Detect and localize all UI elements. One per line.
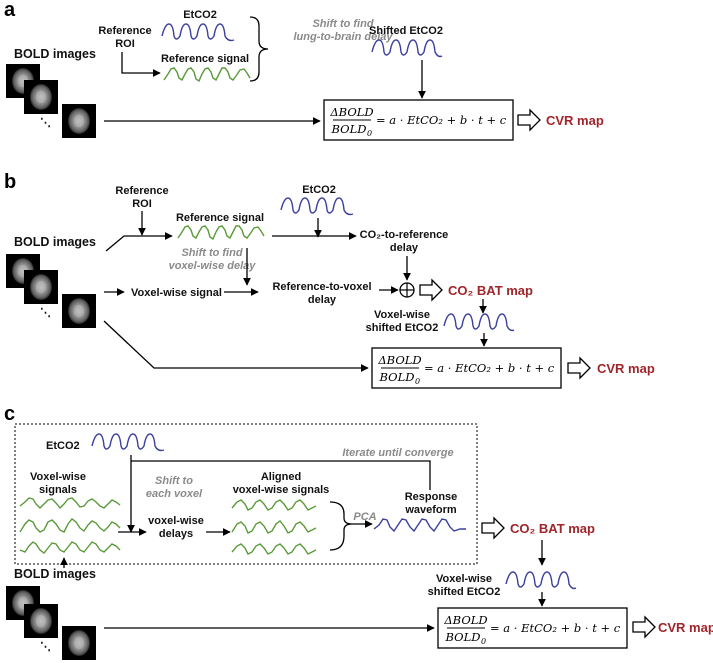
voxel-shifted-etco2-label: Voxel-wise bbox=[374, 309, 430, 321]
voxel-signals-label-2: signals bbox=[39, 484, 77, 496]
ellipsis: ⋱ bbox=[40, 307, 51, 319]
etco2-signal bbox=[161, 23, 235, 42]
reference-roi-label: Reference bbox=[115, 185, 168, 197]
voxel-shifted-etco2-signal bbox=[505, 571, 577, 590]
eq-numerator: ΔBOLD bbox=[377, 353, 421, 367]
aligned-signals-waves bbox=[231, 499, 317, 555]
cvr-map-output: CVR map bbox=[546, 113, 604, 128]
response-waveform-signal bbox=[373, 518, 466, 533]
voxel-signals-waves bbox=[19, 497, 121, 554]
eq-denominator: BOLD bbox=[331, 122, 367, 136]
voxel-shifted-etco2-label: Voxel-wise bbox=[436, 573, 492, 585]
shifted-etco2-signal bbox=[371, 39, 443, 58]
hollow-arrow-icon bbox=[567, 356, 591, 380]
images-to-model-arrow bbox=[103, 320, 369, 372]
cvr-map-output: CVR map bbox=[658, 620, 713, 635]
bold-images-label: BOLD images bbox=[14, 47, 96, 61]
shift-note-2: voxel-wise delay bbox=[169, 260, 257, 272]
eq-numerator: ΔBOLD bbox=[443, 613, 487, 627]
reference-signal-wave bbox=[163, 67, 251, 83]
shift-note: Shift to find bbox=[181, 247, 242, 259]
reference-voxel-delay-label: Reference-to-voxel bbox=[272, 281, 371, 293]
etco2-label: EtCO2 bbox=[183, 9, 217, 21]
images-to-reference-arrow bbox=[105, 232, 173, 252]
voxel-delays-label: voxel-wise bbox=[148, 515, 204, 527]
voxel-shifted-etco2-label-2: shifted EtCO2 bbox=[428, 586, 501, 598]
voxel-signals-label: Voxel-wise bbox=[30, 471, 86, 483]
eq-numerator: ΔBOLD bbox=[329, 105, 373, 119]
eq-denominator-sub: 0 bbox=[415, 377, 420, 386]
co2-reference-delay-label: CO₂-to-reference bbox=[360, 229, 449, 241]
glm-equation-box: ΔBOLD BOLD 0 = a · EtCO₂ + b · t + c bbox=[371, 347, 562, 389]
reference-roi-label: Reference bbox=[98, 25, 151, 37]
aligned-signals-label-2: voxel-wise signals bbox=[233, 484, 330, 496]
bold-images-label: BOLD images bbox=[14, 235, 96, 249]
sum-node-icon bbox=[399, 282, 415, 298]
eq-denominator-sub: 0 bbox=[481, 637, 486, 646]
voxel-shifted-etco2-signal bbox=[443, 313, 515, 332]
reference-roi-label-2: ROI bbox=[132, 198, 152, 210]
response-waveform-label-2: waveform bbox=[404, 504, 457, 516]
bold-images-label: BOLD images bbox=[14, 567, 96, 581]
shift-note: Shift to bbox=[155, 475, 193, 487]
hollow-arrow-icon bbox=[419, 278, 443, 302]
group-brace bbox=[249, 16, 269, 82]
panel-b: b Reference ROI EtCO2 Reference signal C… bbox=[4, 171, 655, 389]
response-waveform-label: Response bbox=[405, 491, 458, 503]
voxel-delays-label-2: delays bbox=[159, 528, 193, 540]
eq-denominator: BOLD bbox=[445, 630, 481, 644]
iterate-loop-line bbox=[131, 460, 431, 490]
panel-a: a Reference ROI EtCO2 Reference signal S… bbox=[4, 0, 604, 141]
glm-equation-box: ΔBOLD BOLD 0 = a · EtCO₂ + b · t + c bbox=[437, 607, 628, 649]
voxel-signal-label: Voxel-wise signal bbox=[131, 287, 222, 299]
etco2-label: EtCO2 bbox=[46, 440, 80, 452]
shift-note: Shift to find bbox=[312, 18, 373, 30]
co2-bat-map-output: CO₂ BAT map bbox=[510, 521, 595, 536]
etco2-signal bbox=[91, 433, 165, 452]
panel-c: c EtCO2 Iterate until converge Voxel-wis… bbox=[4, 403, 713, 660]
hollow-arrow-icon bbox=[517, 108, 541, 132]
reference-signal-label: Reference signal bbox=[161, 53, 249, 65]
cvr-map-output: CVR map bbox=[597, 361, 655, 376]
pca-brace bbox=[329, 501, 353, 551]
voxel-shifted-etco2-label-2: shifted EtCO2 bbox=[366, 322, 439, 334]
reference-roi-label-2: ROI bbox=[115, 38, 135, 50]
panel-a-letter: a bbox=[4, 0, 16, 21]
eq-denominator-sub: 0 bbox=[367, 129, 372, 138]
ellipsis: ⋱ bbox=[40, 117, 51, 129]
hollow-arrow-icon bbox=[481, 516, 505, 540]
etco2-label: EtCO2 bbox=[302, 184, 336, 196]
bold-images-stack: ⋱ bbox=[6, 586, 96, 660]
iteration-box bbox=[14, 423, 478, 565]
roi-to-reference-arrow bbox=[121, 52, 161, 77]
etco2-signal bbox=[280, 197, 354, 216]
co2-bat-map-output: CO₂ BAT map bbox=[448, 283, 533, 298]
iterate-note: Iterate until converge bbox=[342, 447, 453, 459]
panel-b-letter: b bbox=[4, 171, 16, 193]
reference-signal-wave bbox=[177, 225, 265, 241]
reference-signal-label: Reference signal bbox=[176, 212, 264, 224]
eq-rhs: = a · EtCO₂ + b · t + c bbox=[490, 621, 621, 635]
reference-voxel-delay-label-2: delay bbox=[308, 294, 337, 306]
shifted-etco2-label: Shifted EtCO2 bbox=[369, 25, 443, 37]
pca-label: PCA bbox=[353, 511, 376, 523]
eq-rhs: = a · EtCO₂ + b · t + c bbox=[376, 113, 507, 127]
eq-denominator: BOLD bbox=[379, 370, 415, 384]
co2-reference-delay-label-2: delay bbox=[390, 242, 419, 254]
aligned-signals-label: Aligned bbox=[261, 471, 301, 483]
panel-c-letter: c bbox=[4, 403, 15, 425]
eq-rhs: = a · EtCO₂ + b · t + c bbox=[424, 361, 555, 375]
glm-equation-box: ΔBOLD BOLD 0 = a · EtCO₂ + b · t + c bbox=[323, 99, 514, 141]
ellipsis: ⋱ bbox=[40, 641, 51, 653]
shift-note-2: lung-to-brain delay bbox=[294, 31, 394, 43]
bold-images-stack: ⋱ bbox=[6, 254, 96, 328]
bold-images-stack: ⋱ bbox=[6, 64, 96, 138]
hollow-arrow-icon bbox=[632, 615, 656, 639]
shift-note-2: each voxel bbox=[146, 488, 203, 500]
